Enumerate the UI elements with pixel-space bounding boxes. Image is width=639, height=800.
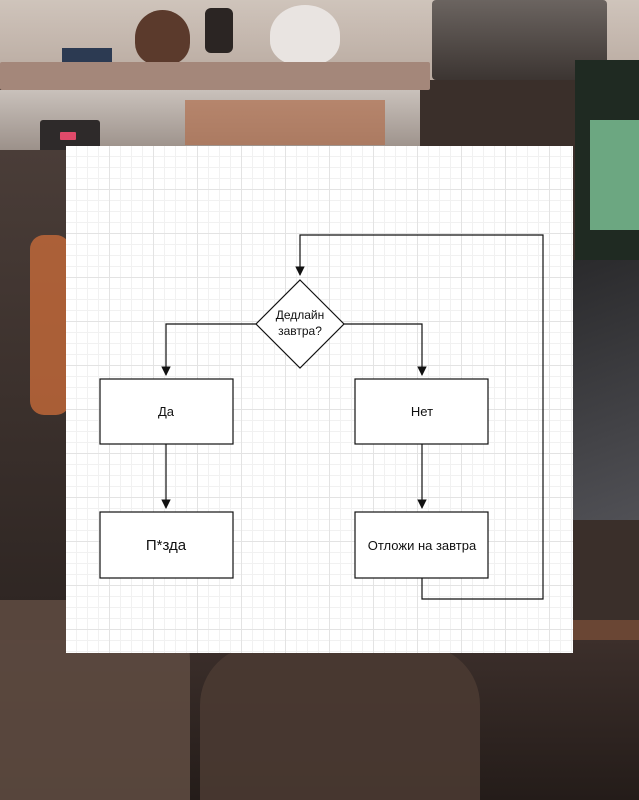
laptop-screen-content [590,120,639,230]
brown-teapot [135,10,190,65]
dark-jar [205,8,233,53]
loop-back-connector [295,234,544,600]
no-result-label: Отложи на завтра [368,538,477,553]
decision-diamond [255,279,345,369]
yes-result-box [99,511,234,579]
grid-paper: Дедлайн завтра? Да Нет П*зда Отложи на з… [66,146,573,653]
no-box-label: Нет [411,404,433,419]
yes-result-label: П*зда [146,537,187,554]
decision-label-line1: Дедлайн [276,308,325,322]
yes-box [99,378,234,445]
yes-box-label: Да [158,404,175,419]
yes-branch-connector [161,323,256,376]
kitchen-counter [0,62,430,90]
decision-label-line2: завтра? [278,324,322,338]
oven-display [60,132,76,140]
no-branch-connector [344,323,427,376]
white-teapot [270,5,340,65]
flowchart: Дедлайн завтра? Да Нет П*зда Отложи на з… [99,234,544,600]
wooden-drawer [185,100,385,145]
no-result-box [354,511,489,579]
orange-chair [30,235,70,415]
leg-right [200,645,480,800]
laptop-keyboard [572,260,639,520]
